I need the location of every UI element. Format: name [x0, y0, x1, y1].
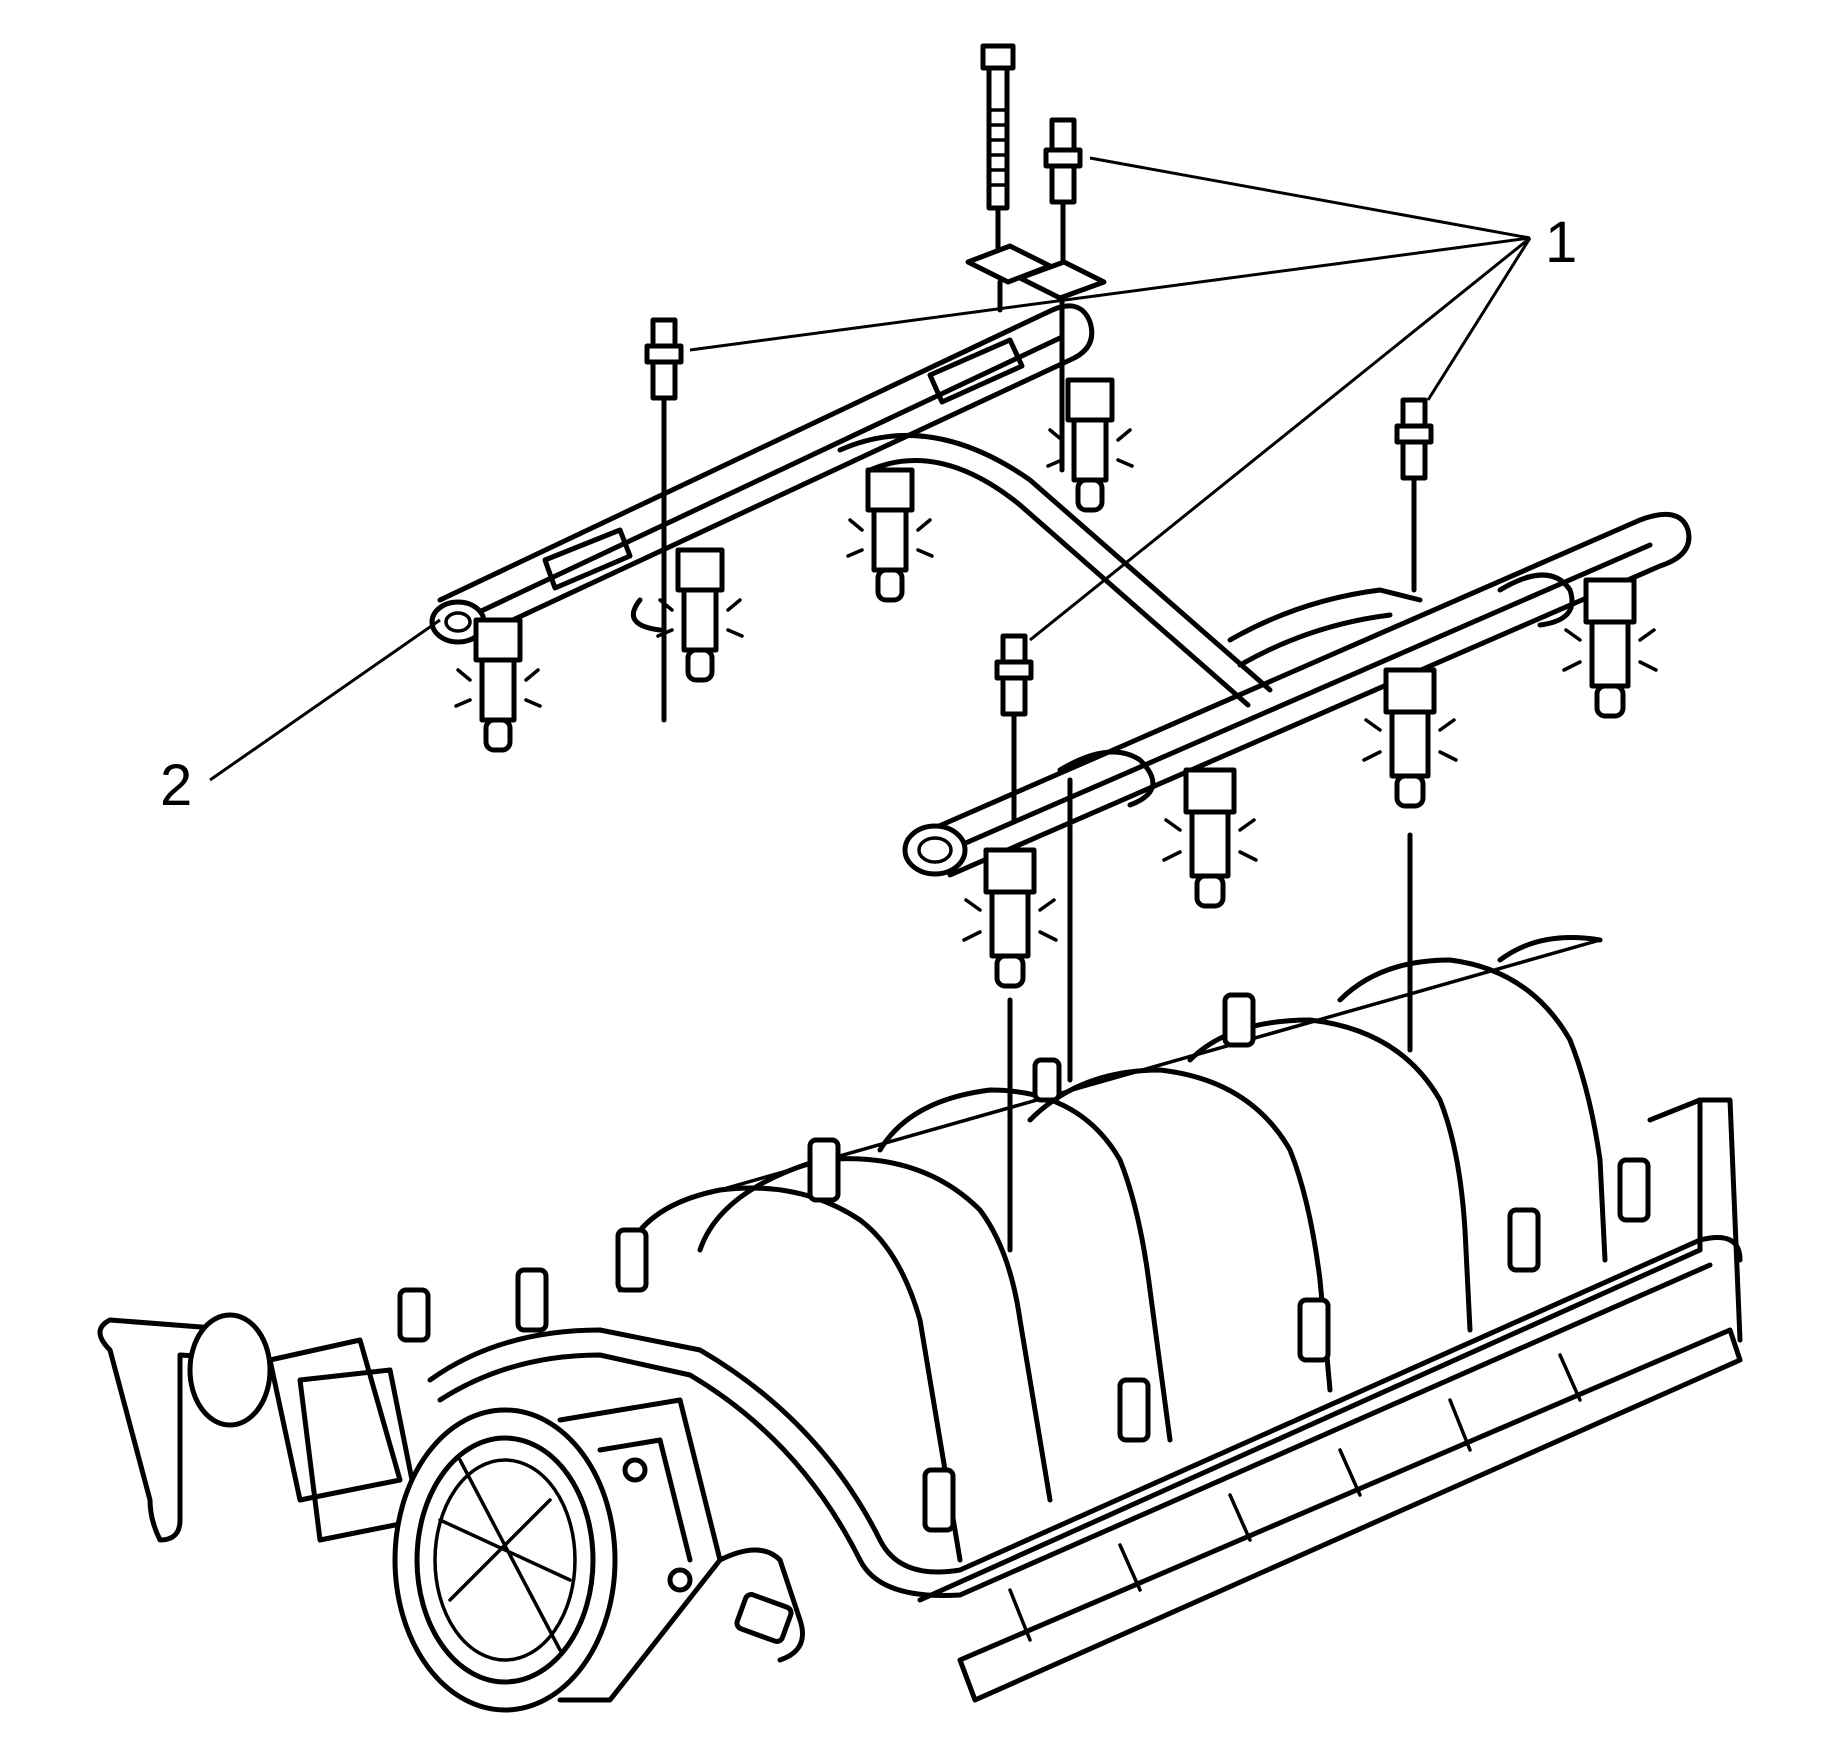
left-rail-stud: [644, 317, 684, 723]
alignment-lines: [1007, 777, 1413, 1253]
top-bracket-bolts: [965, 43, 1107, 473]
callout-label-2: 2: [160, 753, 192, 818]
callout-2-leader: [209, 618, 441, 782]
intake-manifold: [397, 935, 1743, 1703]
left-injectors: [454, 377, 1134, 753]
right-fuel-rail: [902, 511, 1692, 878]
fuel-feed-pipe: [427, 1235, 1743, 1599]
callout-1-leaders: [689, 156, 1532, 642]
throttle-body: [97, 1312, 805, 1713]
right-rail-studs: [994, 397, 1434, 823]
right-injectors: [962, 577, 1658, 989]
left-fuel-rail: [429, 303, 1273, 708]
callout-label-1: 1: [1545, 210, 1577, 275]
